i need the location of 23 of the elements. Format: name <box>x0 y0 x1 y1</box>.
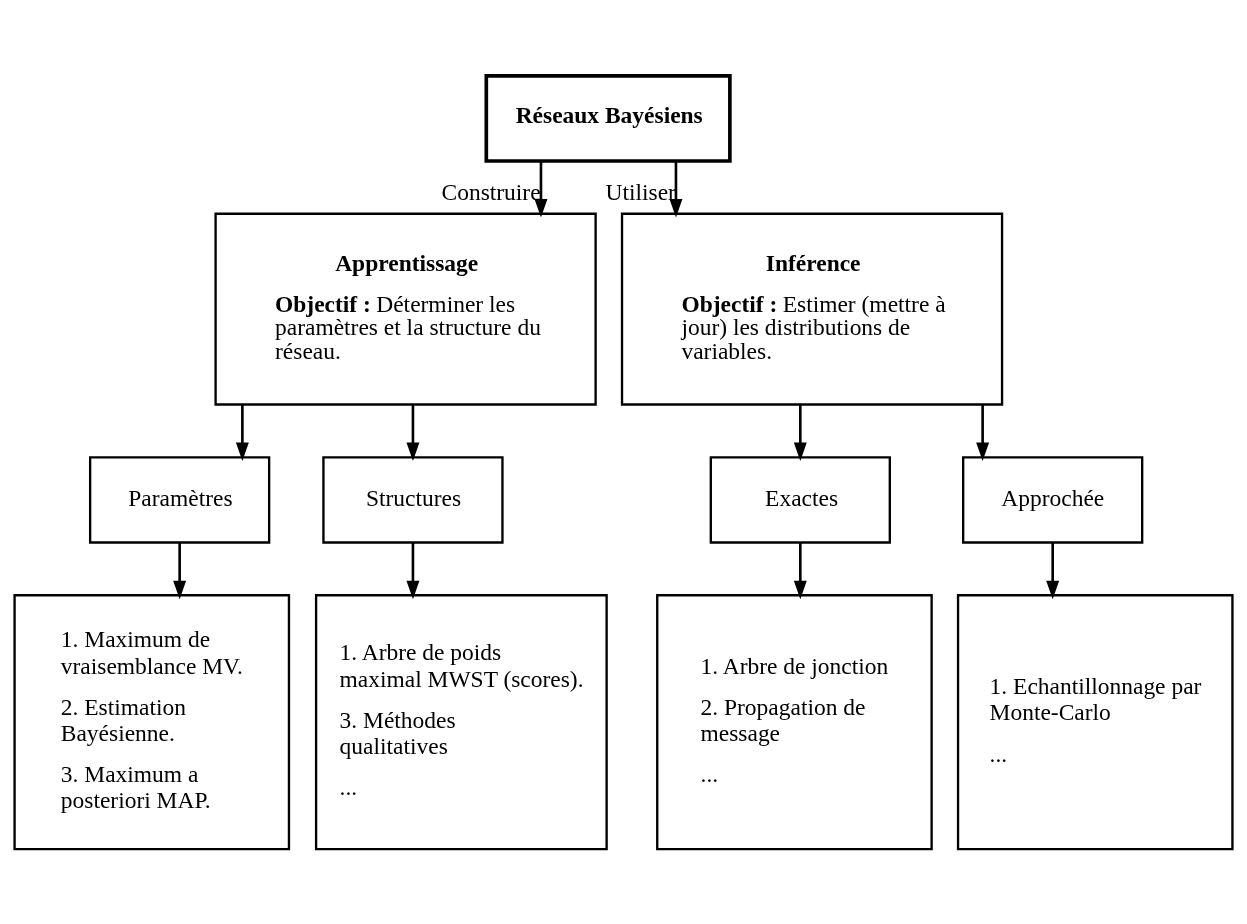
arrow <box>406 404 420 461</box>
arrow <box>1046 542 1060 599</box>
arrow <box>173 542 187 599</box>
arrow <box>669 160 683 217</box>
node-box: Approchée <box>962 455 1144 544</box>
edge-label: Construire <box>441 178 541 205</box>
arrow <box>793 542 807 599</box>
node-box: Structures <box>322 455 504 544</box>
node-box: 1. Arbre de jonction 2. Propagation de message ... <box>656 593 933 850</box>
arrow <box>534 160 548 217</box>
arrow <box>976 404 990 461</box>
node-box: 1. Echantillonnage par Monte-Carlo ... <box>956 593 1234 850</box>
node-box: Réseaux Bayésiens <box>484 73 732 163</box>
node-box: Apprentissage Objectif : Déterminer les paramètres et la structure du réseau. <box>214 212 597 406</box>
node-box: Exactes <box>709 455 891 544</box>
edge-label: Utiliser <box>605 178 676 205</box>
arrow <box>235 404 249 461</box>
node-box: 1. Maximum de vraisemblance MV. 2. Estimation Bayésienne. 3. Maximum a posteriori MAP. <box>13 593 291 850</box>
node-box: Inférence Objectif : Estimer (mettre à jour) les distributions de variables. <box>620 212 1004 406</box>
arrow <box>793 404 807 461</box>
node-box: Paramètres <box>88 455 271 544</box>
arrow <box>406 542 420 599</box>
node-box: 1. Arbre de poids maximal MWST (scores). 3. Méthodes qualitatives ... <box>314 593 608 850</box>
